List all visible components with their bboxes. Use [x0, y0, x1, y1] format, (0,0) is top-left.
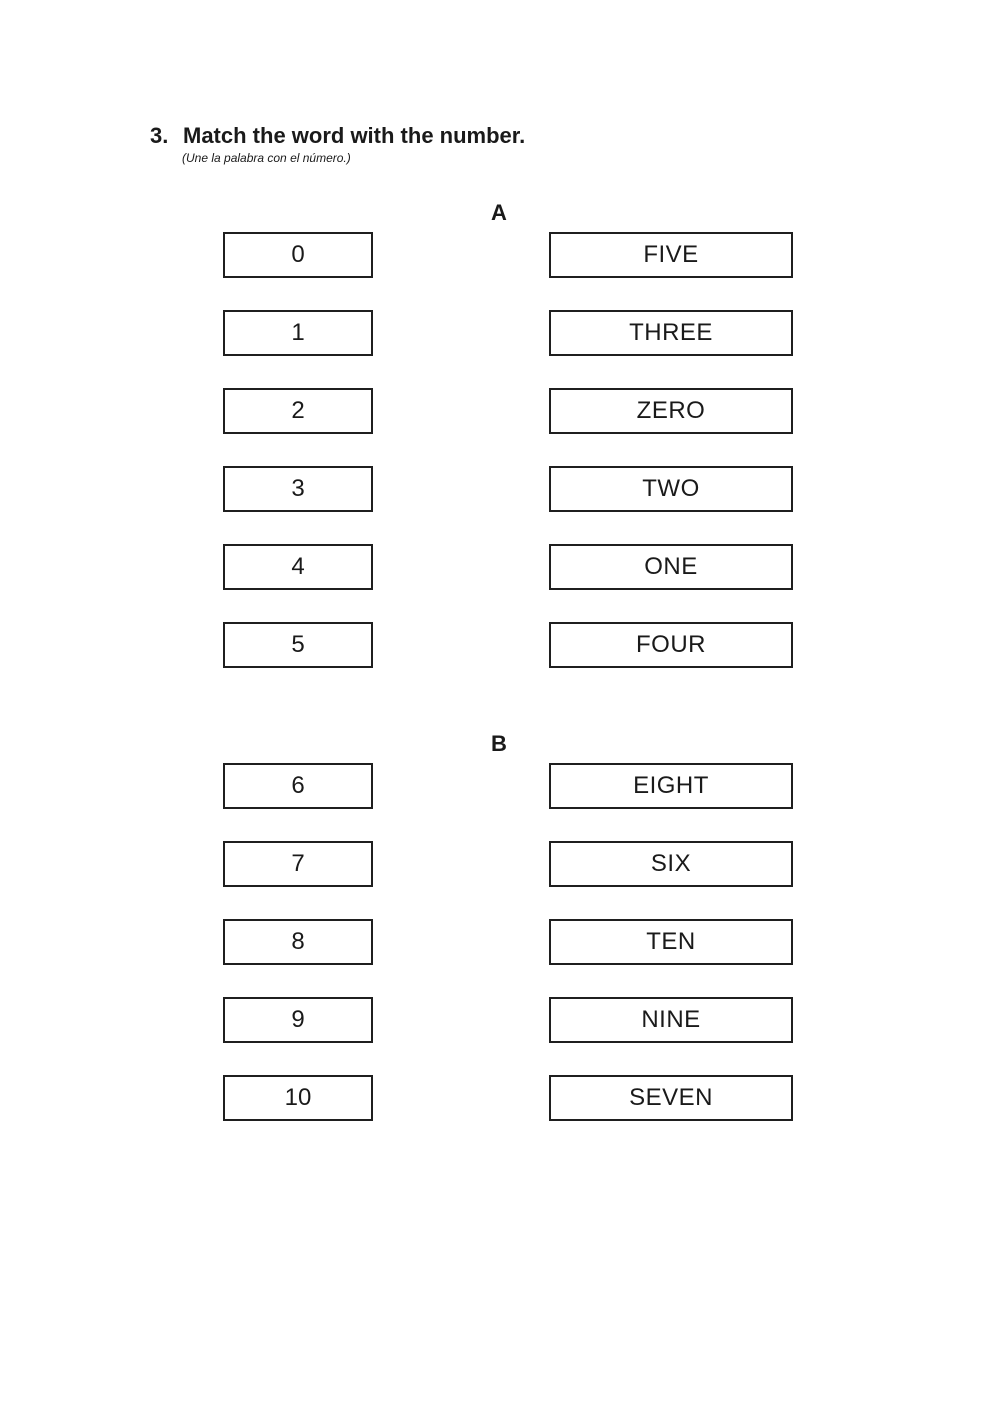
- number-box[interactable]: 8: [223, 919, 373, 965]
- number-box[interactable]: 5: [223, 622, 373, 668]
- word-box[interactable]: SEVEN: [549, 1075, 793, 1121]
- number-box[interactable]: 7: [223, 841, 373, 887]
- match-row: 4 ONE: [223, 544, 793, 590]
- match-row: 2 ZERO: [223, 388, 793, 434]
- section-label-a: A: [491, 200, 507, 225]
- worksheet-title-row: 3. Match the word with the number.: [150, 123, 525, 149]
- exercise-title: Match the word with the number.: [183, 123, 526, 148]
- section-label-b: B: [491, 731, 507, 756]
- word-box[interactable]: FOUR: [549, 622, 793, 668]
- section-b-rows: 6 EIGHT 7 SIX 8 TEN 9 NINE 10 SEVEN: [223, 763, 793, 1153]
- word-box[interactable]: ONE: [549, 544, 793, 590]
- number-box[interactable]: 0: [223, 232, 373, 278]
- match-row: 0 FIVE: [223, 232, 793, 278]
- number-box[interactable]: 6: [223, 763, 373, 809]
- word-box[interactable]: THREE: [549, 310, 793, 356]
- number-box[interactable]: 3: [223, 466, 373, 512]
- number-box[interactable]: 10: [223, 1075, 373, 1121]
- exercise-subtitle: (Une la palabra con el número.): [182, 151, 351, 165]
- match-row: 5 FOUR: [223, 622, 793, 668]
- word-box[interactable]: ZERO: [549, 388, 793, 434]
- section-a-rows: 0 FIVE 1 THREE 2 ZERO 3 TWO 4 ONE 5 FOUR: [223, 232, 793, 700]
- match-row: 3 TWO: [223, 466, 793, 512]
- word-box[interactable]: EIGHT: [549, 763, 793, 809]
- word-box[interactable]: TEN: [549, 919, 793, 965]
- number-box[interactable]: 9: [223, 997, 373, 1043]
- match-row: 1 THREE: [223, 310, 793, 356]
- word-box[interactable]: NINE: [549, 997, 793, 1043]
- word-box[interactable]: FIVE: [549, 232, 793, 278]
- match-row: 8 TEN: [223, 919, 793, 965]
- number-box[interactable]: 1: [223, 310, 373, 356]
- word-box[interactable]: SIX: [549, 841, 793, 887]
- match-row: 9 NINE: [223, 997, 793, 1043]
- match-row: 10 SEVEN: [223, 1075, 793, 1121]
- match-row: 6 EIGHT: [223, 763, 793, 809]
- number-box[interactable]: 2: [223, 388, 373, 434]
- word-box[interactable]: TWO: [549, 466, 793, 512]
- match-row: 7 SIX: [223, 841, 793, 887]
- exercise-number: 3.: [150, 123, 169, 148]
- number-box[interactable]: 4: [223, 544, 373, 590]
